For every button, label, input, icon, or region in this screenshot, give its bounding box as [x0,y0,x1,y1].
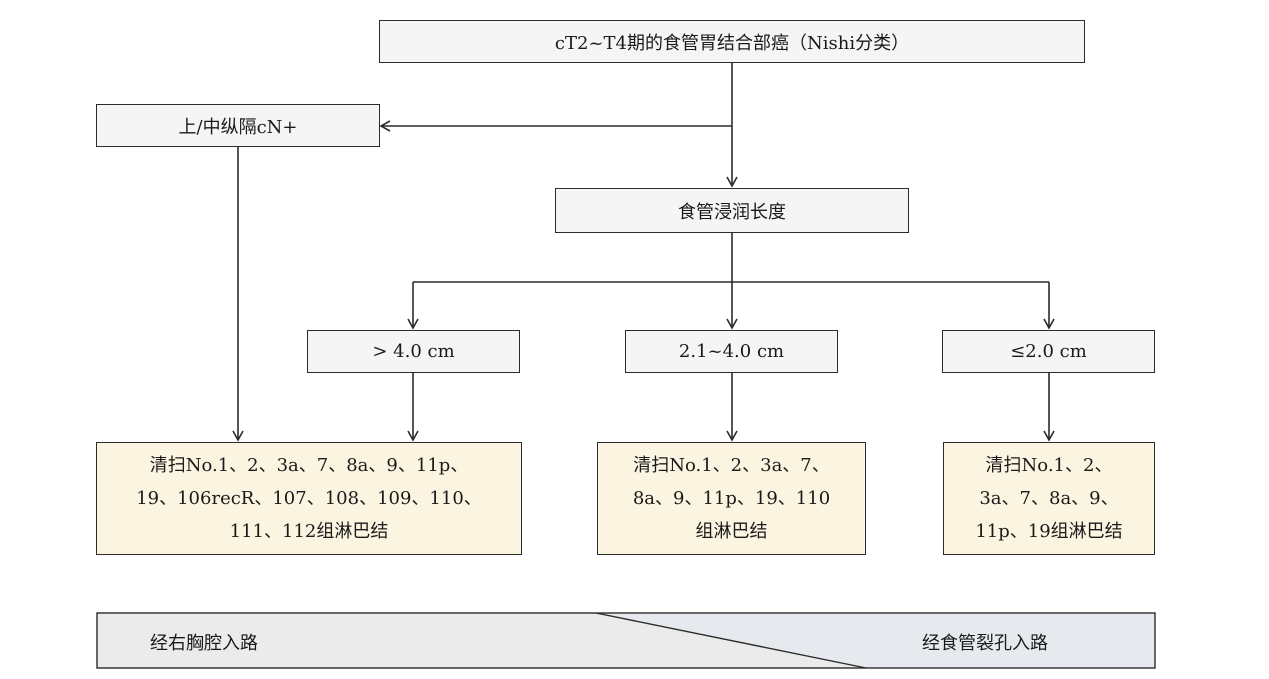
approach-right-label: 经食管裂孔入路 [922,633,1048,654]
root-node: cT2~T4期的食管胃结合部癌（Nishi分类） [379,20,1085,63]
approach-right-region [596,613,1155,668]
result-left-line: 19、106recR、107、108、109、110、 [136,488,482,509]
result-right-line: 11p、19组淋巴结 [975,521,1123,542]
criteria-mid-node: 2.1~4.0 cm [625,330,838,373]
result-left-node: 清扫No.1、2、3a、7、8a、9、11p、 19、106recR、107、1… [96,442,522,555]
result-left-line: 清扫No.1、2、3a、7、8a、9、11p、 [149,455,469,476]
approach-bar [96,612,1156,669]
criteria-le2-node: ≤2.0 cm [942,330,1155,373]
result-left-line: 111、112组淋巴结 [229,521,389,542]
approach-left-region [97,613,866,668]
approach-left-label: 经右胸腔入路 [150,633,258,654]
result-middle-line: 清扫No.1、2、3a、7、 [633,455,830,476]
criteria-le2-label: ≤2.0 cm [1010,341,1087,362]
mediastinal-label: 上/中纵隔cN+ [178,116,298,138]
result-middle-line: 组淋巴结 [695,521,768,542]
invasion-node: 食管浸润长度 [555,188,909,233]
criteria-gt4-node: > 4.0 cm [307,330,520,373]
result-middle-line: 8a、9、11p、19、110 [632,488,831,509]
root-label: cT2~T4期的食管胃结合部癌（Nishi分类） [554,32,910,54]
result-right-line: 3a、7、8a、9、 [979,488,1119,509]
invasion-label: 食管浸润长度 [678,201,786,223]
mediastinal-node: 上/中纵隔cN+ [96,104,380,147]
criteria-gt4-label: > 4.0 cm [372,341,455,362]
result-right-line: 清扫No.1、2、 [985,455,1113,476]
criteria-mid-label: 2.1~4.0 cm [678,341,785,362]
result-right-node: 清扫No.1、2、 3a、7、8a、9、 11p、19组淋巴结 [943,442,1155,555]
result-middle-node: 清扫No.1、2、3a、7、 8a、9、11p、19、110 组淋巴结 [597,442,866,555]
